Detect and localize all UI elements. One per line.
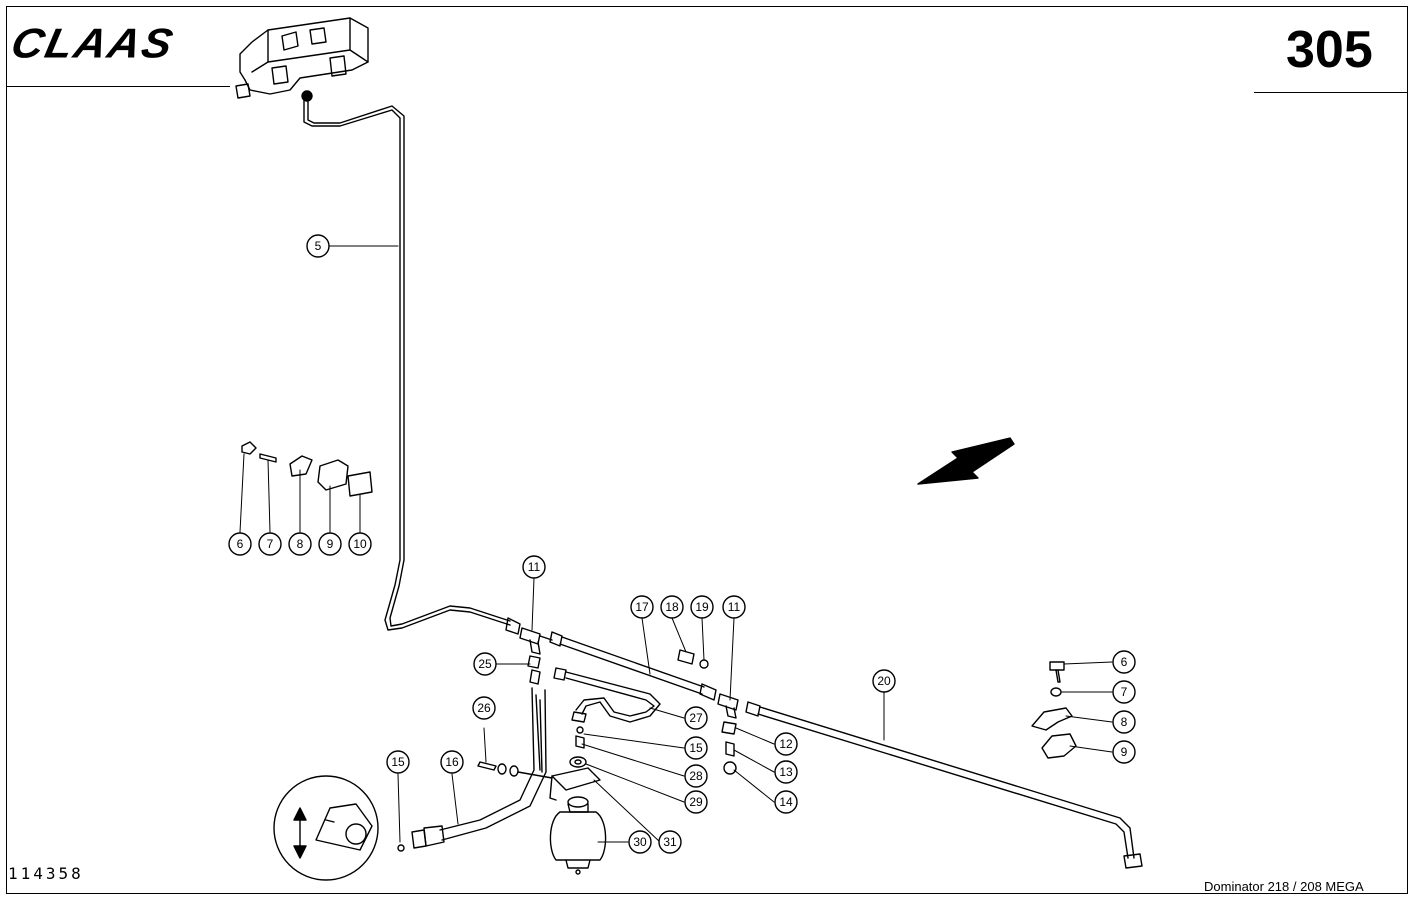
svg-text:8: 8 — [1121, 715, 1128, 729]
drawing-number: 114358 — [8, 864, 84, 883]
callout-12: 12 — [774, 732, 798, 756]
callout-leader-lines — [239, 245, 1113, 843]
svg-text:31: 31 — [663, 835, 677, 849]
callout-6: 6 — [228, 532, 252, 556]
svg-text:6: 6 — [237, 537, 244, 551]
callout-14: 14 — [774, 790, 798, 814]
control-valve-block — [235, 17, 369, 102]
callout-20: 20 — [872, 669, 896, 693]
svg-text:29: 29 — [689, 795, 703, 809]
callout-8-right: 8 — [1112, 710, 1136, 734]
callout-16: 16 — [440, 750, 464, 774]
t-fitting-11-right — [717, 693, 739, 719]
svg-text:17: 17 — [635, 600, 649, 614]
machine-location-inset-icon — [273, 775, 379, 881]
header-rule-left — [6, 86, 230, 87]
callout-28: 28 — [684, 764, 708, 788]
callout-9: 9 — [318, 532, 342, 556]
svg-text:26: 26 — [477, 701, 491, 715]
svg-text:6: 6 — [1121, 655, 1128, 669]
callout-25: 25 — [473, 652, 497, 676]
accumulator-30-bracket-31 — [549, 767, 607, 875]
pipe-17 — [549, 631, 717, 701]
callout-19: 19 — [690, 595, 714, 619]
svg-text:14: 14 — [779, 795, 793, 809]
callout-11-left: 11 — [522, 555, 546, 579]
callout-10: 10 — [348, 532, 372, 556]
svg-text:11: 11 — [528, 560, 541, 574]
callout-6-right: 6 — [1112, 650, 1136, 674]
callout-30: 30 — [628, 830, 652, 854]
svg-text:9: 9 — [1121, 745, 1128, 759]
pipe-20 — [745, 701, 1143, 869]
svg-text:10: 10 — [353, 537, 367, 551]
svg-text:18: 18 — [665, 600, 679, 614]
clamp-set-left — [241, 441, 373, 497]
page-frame — [6, 6, 1408, 894]
callout-7-right: 7 — [1112, 680, 1136, 704]
pipe-27 — [553, 667, 661, 723]
callout-29: 29 — [684, 790, 708, 814]
callout-17: 17 — [630, 595, 654, 619]
svg-text:7: 7 — [1121, 685, 1128, 699]
svg-text:20: 20 — [877, 674, 891, 688]
travel-direction-arrow-icon — [917, 437, 1015, 485]
svg-text:13: 13 — [779, 765, 793, 779]
svg-text:11: 11 — [728, 600, 741, 614]
clamp-set-right — [1031, 661, 1077, 759]
svg-text:30: 30 — [633, 835, 647, 849]
callout-15-right: 15 — [684, 736, 708, 760]
header-rule-right — [1254, 92, 1408, 93]
svg-text:9: 9 — [327, 537, 334, 551]
pipe-5 — [303, 99, 521, 635]
svg-text:16: 16 — [445, 755, 459, 769]
t-fitting-11-left — [519, 627, 553, 655]
nipple-15-28-washer-29 — [569, 726, 587, 768]
svg-text:15: 15 — [689, 741, 703, 755]
callout-9-right: 9 — [1112, 740, 1136, 764]
svg-text:25: 25 — [478, 657, 492, 671]
model-name: Dominator 218 / 208 MEGA — [1204, 879, 1364, 894]
svg-text:19: 19 — [695, 600, 709, 614]
bolt-26-assembly — [477, 761, 553, 779]
hose-16 — [397, 655, 547, 852]
svg-text:8: 8 — [297, 537, 304, 551]
callout-7: 7 — [258, 532, 282, 556]
svg-text:12: 12 — [779, 737, 793, 751]
callout-8: 8 — [288, 532, 312, 556]
callout-27: 27 — [684, 706, 708, 730]
callout-11-right: 11 — [722, 595, 746, 619]
callout-bubbles: 5 6 7 8 9 10 11 25 17 18 19 11 27 15 28 … — [228, 234, 1136, 854]
page-number: 305 — [1286, 21, 1373, 79]
svg-text:15: 15 — [391, 755, 405, 769]
callout-15-left: 15 — [386, 750, 410, 774]
callout-26: 26 — [472, 696, 496, 720]
svg-text:5: 5 — [315, 239, 322, 253]
callout-31: 31 — [658, 830, 682, 854]
svg-text:27: 27 — [689, 711, 703, 725]
callout-18: 18 — [660, 595, 684, 619]
callout-13: 13 — [774, 760, 798, 784]
fittings-12-13-14 — [721, 721, 737, 775]
svg-text:28: 28 — [689, 769, 703, 783]
callout-5: 5 — [306, 234, 330, 258]
svg-text:7: 7 — [267, 537, 274, 551]
